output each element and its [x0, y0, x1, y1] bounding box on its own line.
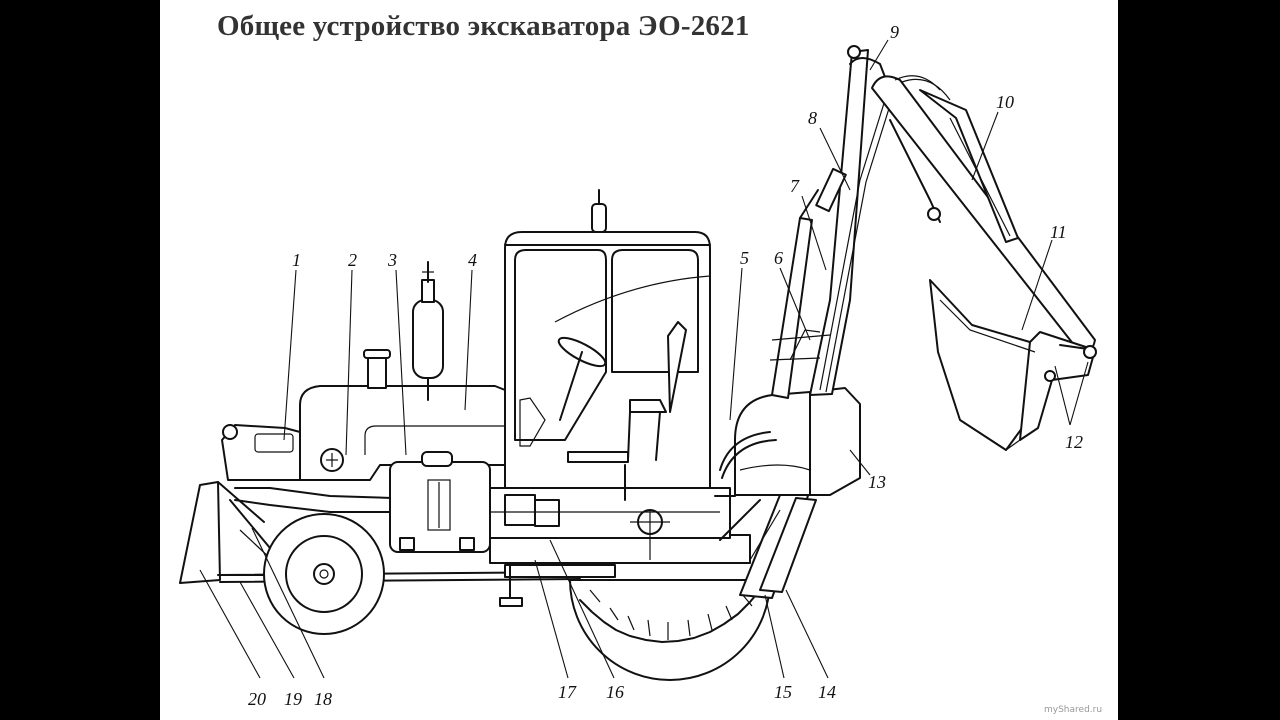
- callout-18: 18: [314, 689, 332, 709]
- callout-11: 11: [1050, 222, 1067, 242]
- callout-12: 12: [1065, 432, 1083, 452]
- callout-6: 6: [774, 248, 783, 268]
- excavator-diagram: 1 2 3 4 5 6 7 8 9 10 11 12 13 14 15 16 1…: [179, 22, 1102, 715]
- operator-cab: [504, 189, 711, 501]
- callout-2: 2: [348, 250, 357, 270]
- callout-13: 13: [868, 472, 886, 492]
- callout-14: 14: [818, 682, 836, 702]
- watermark: myShared.ru: [1044, 705, 1102, 715]
- callout-20: 20: [248, 689, 266, 709]
- rear-wheel: [569, 579, 771, 681]
- callout-5: 5: [740, 248, 749, 268]
- callout-labels: 1 2 3 4 5 6 7 8 9 10 11 12 13 14 15 16 1…: [248, 22, 1083, 709]
- callout-16: 16: [606, 682, 624, 702]
- callout-3: 3: [387, 250, 397, 270]
- callout-19: 19: [284, 689, 302, 709]
- leader-lines: [199, 39, 1089, 679]
- callout-7: 7: [790, 176, 800, 196]
- callout-8: 8: [808, 108, 817, 128]
- callout-10: 10: [996, 92, 1014, 112]
- callout-1: 1: [292, 250, 301, 270]
- callout-9: 9: [890, 22, 899, 42]
- stick: [871, 75, 1096, 353]
- engine-hood: [221, 261, 506, 481]
- callout-4: 4: [468, 250, 477, 270]
- bucket: [929, 279, 1097, 451]
- fuel-tank: [389, 451, 491, 553]
- slide-title: Общее устройство экскаватора ЭО-2621: [217, 10, 750, 42]
- front-wheel: [263, 513, 385, 635]
- swing-column: [714, 387, 861, 497]
- chassis: [489, 487, 751, 607]
- boom: [769, 45, 892, 399]
- slide: Общее устройство экскаватора ЭО-2621: [160, 0, 1118, 720]
- callout-15: 15: [774, 682, 792, 702]
- callout-17: 17: [558, 682, 577, 702]
